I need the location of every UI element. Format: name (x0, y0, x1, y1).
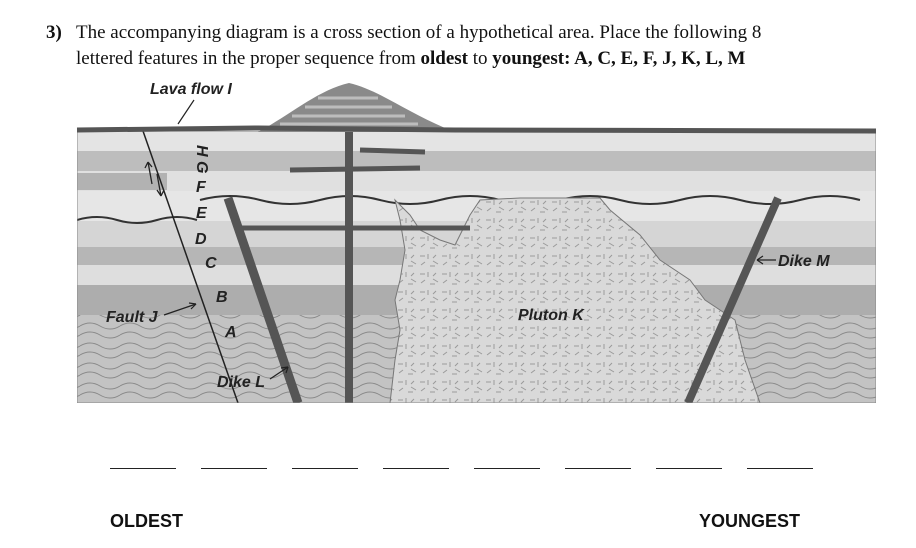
dike-m (684, 196, 782, 403)
youngest-emphasis: youngest (492, 48, 565, 69)
layer-letters: H G F E D C B A (193, 145, 237, 341)
lava-flow-i (76, 125, 877, 134)
letter-b: B (216, 289, 228, 306)
pluton-k-label: Pluton K (518, 307, 585, 324)
answer-blank[interactable] (747, 468, 813, 469)
letter-d: D (195, 231, 207, 248)
layer-h (77, 131, 876, 151)
lava-flow-pointer (177, 99, 195, 125)
dike-l (223, 196, 303, 403)
dike-m-label: Dike M (778, 253, 830, 270)
feature-list: : A, C, E, F, J, K, L, M (564, 48, 746, 69)
question-number: 3) (46, 22, 62, 43)
pluton-k (389, 197, 761, 403)
oldest-label: OLDEST (110, 511, 184, 531)
layer-f-dark (77, 173, 167, 190)
letter-g: G (193, 161, 210, 173)
youngest-label: YOUNGEST (699, 511, 801, 531)
letter-f: F (196, 179, 207, 196)
answer-blank[interactable] (565, 468, 631, 469)
answer-blank[interactable] (292, 468, 358, 469)
oldest-emphasis: oldest (420, 48, 468, 69)
fault-j-pointer (163, 303, 197, 316)
answer-blank[interactable] (110, 468, 176, 469)
fault-j-line (142, 131, 239, 403)
answer-blank[interactable] (656, 468, 722, 469)
answer-blank[interactable] (201, 468, 267, 469)
letter-a: A (224, 324, 237, 341)
dike-l-pointer (269, 366, 289, 380)
sill-2 (289, 165, 421, 173)
letter-c: C (205, 255, 217, 272)
layer-f-band (77, 171, 876, 191)
dike-l-label: Dike L (217, 374, 265, 391)
lava-flow-label: Lava flow I (150, 81, 232, 98)
fault-j-label: Fault J (106, 309, 159, 326)
rock-layers (77, 131, 876, 403)
layer-g (77, 151, 876, 171)
letter-e: E (196, 205, 208, 222)
answer-blank[interactable] (474, 468, 540, 469)
answer-blank[interactable] (383, 468, 449, 469)
fault-motion-arrows (144, 161, 165, 197)
letter-h: H (193, 145, 210, 157)
question-line-1: The accompanying diagram is a cross sect… (76, 22, 762, 43)
question-line-2: lettered features in the proper sequence… (76, 48, 746, 69)
sill-3 (359, 147, 426, 155)
